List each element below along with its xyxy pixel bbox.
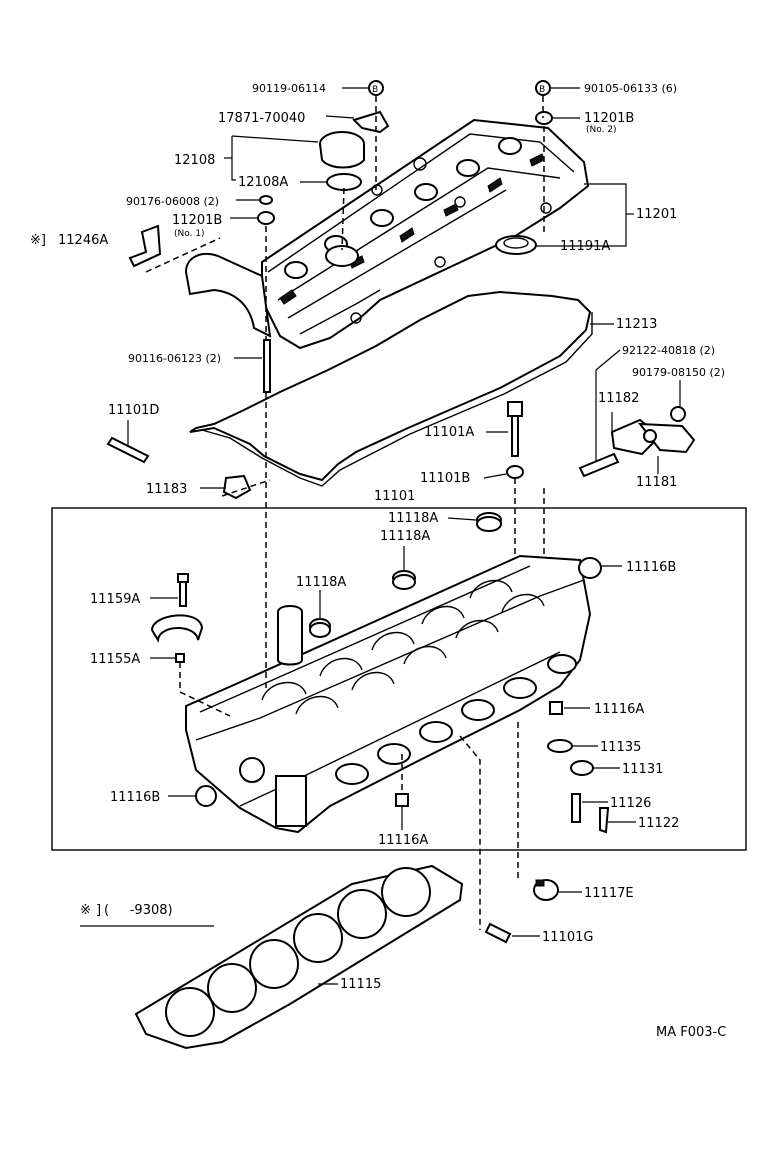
label-90179: 90179-08150 (2)	[632, 366, 725, 379]
cylinder-head-gasket	[134, 864, 464, 1050]
plug-11117E	[533, 879, 559, 901]
bolt-11101A	[507, 401, 523, 457]
cam-journals	[261, 579, 545, 715]
exhaust-ports	[335, 654, 577, 785]
valve-stem-seal-3	[309, 618, 331, 638]
bolt-11101G	[484, 922, 512, 944]
label-17871: 17871-70040	[218, 111, 305, 126]
alignment-lines	[145, 96, 545, 930]
pin-11155A	[175, 653, 185, 663]
washer-11135	[547, 739, 573, 753]
label-11118A-a: 11118A	[388, 511, 438, 526]
grommet-no1	[257, 211, 275, 225]
label-11101G: 11101G	[542, 930, 593, 945]
bolt-marker-b-left	[368, 80, 384, 96]
label-11118A-b: 11118A	[380, 529, 430, 544]
label-11117E: 11117E	[584, 886, 634, 901]
label-11115: 11115	[340, 977, 381, 992]
bracket-11246A	[128, 224, 162, 268]
plug-11116A-bottom	[395, 793, 409, 807]
label-11246A: 11246A	[58, 233, 108, 248]
label-11116B-a: 11116B	[626, 560, 676, 575]
plug-11116A-right	[549, 701, 563, 715]
head-cover-gasket	[189, 290, 592, 482]
label-11159A: 11159A	[90, 592, 140, 607]
label-11183: 11183	[146, 482, 187, 497]
label-12108A: 12108A	[238, 175, 288, 190]
plug-11116B-left	[195, 785, 217, 807]
valve-stem-seal-2	[392, 570, 416, 590]
cylinder-head-frame	[51, 507, 747, 851]
svg-text:B: B	[539, 85, 545, 95]
label-11201B-no2-sub: (No. 2)	[586, 125, 617, 135]
cylinder-head	[185, 554, 592, 834]
label-11246A-mark: ※]	[30, 233, 46, 248]
bolt-marker-b-right	[535, 80, 551, 96]
plug-11116B-top	[578, 557, 602, 579]
label-11101: 11101	[374, 489, 415, 504]
spark-plug-tube-seal	[495, 235, 537, 255]
figure-code: MA F003-C	[656, 1025, 726, 1040]
label-11118A-c: 11118A	[296, 575, 346, 590]
stud-92122	[578, 452, 620, 478]
oil-filler-cap	[319, 131, 365, 267]
label-11116B-b: 11116B	[110, 790, 160, 805]
label-11131: 11131	[622, 762, 663, 777]
label-90119: 90119-06114	[252, 82, 326, 95]
label-11181: 11181	[636, 475, 677, 490]
plug-11183	[222, 474, 252, 500]
label-11201B-no1-sub: (No. 1)	[174, 229, 205, 239]
guide-11126	[571, 793, 581, 823]
guide-11122	[599, 807, 610, 834]
valve-stem-seal-1	[476, 512, 502, 532]
label-90176: 90176-06008 (2)	[126, 195, 219, 208]
bolt-11159A	[177, 573, 189, 607]
label-11116A-a: 11116A	[594, 702, 644, 717]
label-11122: 11122	[638, 816, 679, 831]
label-90105: 90105-06133 (6)	[584, 82, 677, 95]
label-11191A: 11191A	[560, 239, 610, 254]
label-11126: 11126	[610, 796, 651, 811]
label-11101B: 11101B	[420, 471, 470, 486]
ring-11131	[570, 760, 594, 776]
range-note-range: ( -9308)	[104, 903, 173, 918]
range-note-bracket: ]	[96, 903, 101, 918]
svg-text:B: B	[372, 85, 378, 95]
leader-lines	[80, 87, 681, 985]
label-11213: 11213	[616, 317, 657, 332]
label-90116: 90116-06123 (2)	[128, 352, 221, 365]
cylinder-head-cover	[184, 118, 590, 350]
label-11201: 11201	[636, 207, 677, 222]
range-note-prefix: ※	[80, 903, 91, 918]
washer-11101B	[506, 465, 524, 479]
grommet-no2	[535, 111, 553, 125]
washer-90176	[259, 195, 273, 205]
label-11101A: 11101A	[424, 425, 474, 440]
label-11201B-no2: 11201B	[584, 111, 634, 126]
label-11182: 11182	[598, 391, 639, 406]
label-12108: 12108	[174, 153, 215, 168]
bracket-17871	[352, 110, 390, 134]
label-11101D: 11101D	[108, 403, 159, 418]
label-11201B-no1: 11201B	[172, 213, 222, 228]
stud-90116	[263, 339, 271, 393]
stud-11101D	[106, 436, 150, 464]
cap-gasket	[326, 173, 362, 191]
dowel-pin	[277, 605, 303, 666]
nut-90179	[670, 406, 686, 422]
cam-bearing-cap	[150, 614, 204, 643]
label-11116A-b: 11116A	[378, 833, 428, 848]
label-11135: 11135	[600, 740, 641, 755]
part-labels: 90119-06114 17871-70040 12108 12108A 901…	[30, 82, 726, 1040]
label-92122: 92122-40818 (2)	[622, 344, 715, 357]
water-outlet	[610, 418, 696, 456]
label-11155A: 11155A	[90, 652, 140, 667]
